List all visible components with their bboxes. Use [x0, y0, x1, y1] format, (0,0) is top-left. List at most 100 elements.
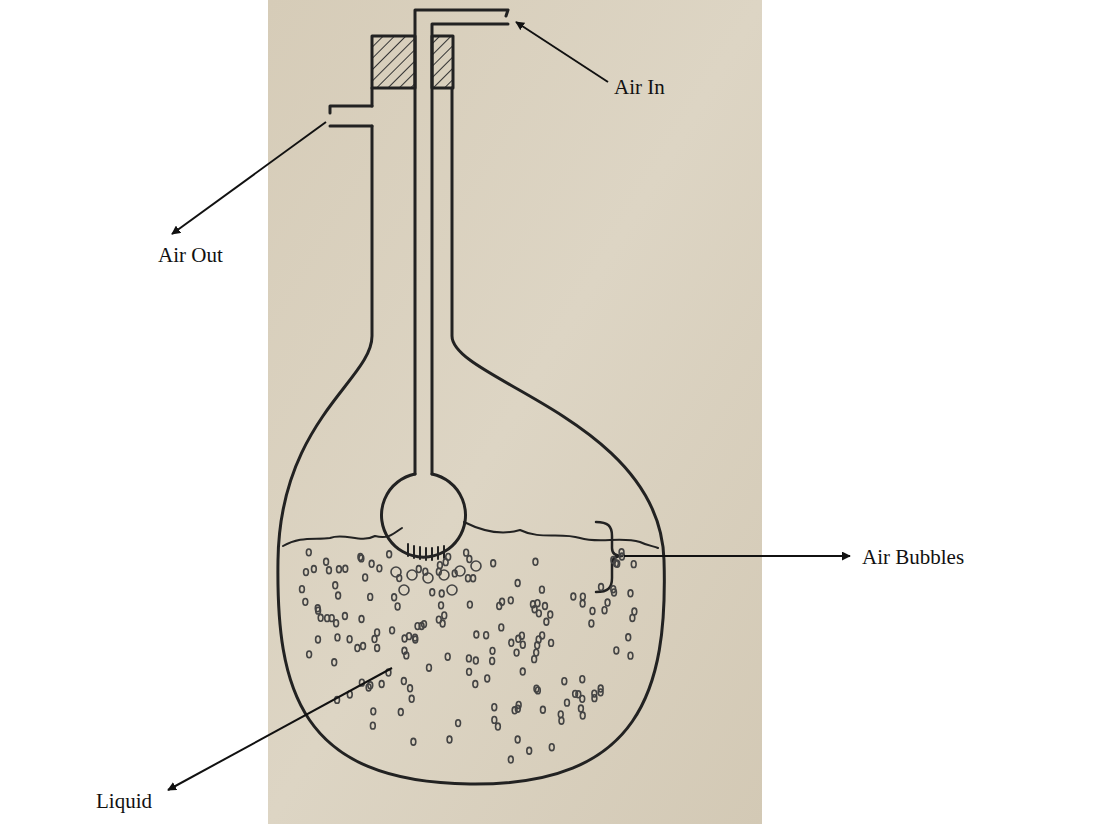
air-bubble	[628, 652, 633, 659]
air-bubble	[343, 613, 348, 620]
air-bubble	[325, 615, 330, 622]
air-bubble	[334, 620, 339, 627]
air-bubble	[579, 705, 584, 712]
air-bubble	[375, 629, 380, 636]
air-bubble	[514, 649, 519, 656]
air-bubble	[515, 580, 520, 587]
air-bubble	[605, 599, 610, 606]
air-bubble	[520, 641, 525, 648]
leader-arrow	[516, 22, 608, 82]
air-bubble	[315, 605, 320, 612]
air-bubble	[300, 586, 305, 593]
air-bubble	[371, 708, 376, 715]
air-bubble	[416, 566, 421, 573]
air-bubble	[492, 704, 497, 711]
paper-sheet	[268, 0, 762, 824]
leader-arrow	[168, 668, 392, 790]
air-bubble	[484, 632, 489, 639]
air-bubble	[447, 585, 457, 595]
air-bubble	[413, 634, 418, 641]
air-bubble	[496, 723, 501, 730]
air-bubble	[536, 610, 541, 617]
air-bubble	[473, 657, 478, 664]
air-bubble	[358, 554, 363, 561]
air-bubble	[535, 687, 540, 694]
air-bubble	[614, 560, 619, 567]
air-bubble	[392, 594, 397, 601]
air-bubble	[407, 570, 417, 580]
air-bubble	[562, 678, 567, 685]
air-bubble	[445, 653, 450, 660]
air-bubble	[580, 593, 585, 600]
air-bubble	[580, 676, 585, 683]
air-bubble	[573, 690, 578, 697]
liquid-surface	[464, 522, 658, 548]
air-bubble	[359, 616, 364, 623]
air-bubble	[423, 573, 433, 583]
air-bubble	[318, 614, 323, 621]
air-bubble	[626, 634, 631, 641]
air-bubble	[598, 689, 603, 696]
air-bubble	[491, 560, 496, 567]
air-bubble	[324, 558, 329, 565]
air-bubble	[471, 561, 481, 571]
air-bubble	[473, 681, 478, 688]
stopper	[372, 36, 415, 88]
outlet-tube	[330, 106, 372, 126]
air-bubble	[430, 589, 435, 596]
air-bubble	[516, 635, 521, 642]
air-bubble	[512, 707, 517, 714]
air-bubble	[427, 664, 432, 671]
liquid-surface	[283, 528, 402, 546]
air-bubble	[439, 602, 444, 609]
air-bubble	[474, 631, 479, 638]
air-bubble	[355, 645, 360, 652]
air-bubble	[527, 747, 532, 754]
air-bubble	[471, 575, 476, 582]
air-bubble	[531, 601, 536, 608]
air-bubble	[311, 566, 316, 573]
part-label: Air Out	[158, 243, 223, 268]
air-bubble	[549, 744, 554, 751]
air-bubble	[369, 560, 374, 567]
part-label: Liquid	[96, 789, 152, 814]
air-bubble	[565, 699, 570, 706]
air-bubble	[467, 601, 472, 608]
air-bubble	[332, 659, 337, 666]
air-bubble	[366, 684, 371, 691]
air-bubble	[534, 649, 539, 656]
air-bubble	[533, 558, 538, 565]
air-bubble	[549, 639, 554, 646]
air-bubble	[336, 592, 341, 599]
bubbles-bracket	[596, 522, 622, 592]
air-bubble	[337, 566, 342, 573]
inlet-tube	[415, 10, 508, 474]
air-bubble	[580, 712, 585, 719]
air-bubble	[540, 586, 545, 593]
air-bubble	[614, 647, 619, 654]
air-bubble	[631, 561, 636, 568]
air-bubble	[401, 678, 406, 685]
air-bubble	[387, 551, 392, 558]
air-bubble	[485, 675, 490, 682]
air-bubble	[304, 569, 309, 576]
air-bubble	[467, 668, 472, 675]
air-bubble	[409, 695, 414, 702]
air-bubble	[307, 651, 312, 658]
air-bubble	[447, 736, 452, 743]
air-bubble	[571, 593, 576, 600]
air-bubble	[520, 668, 525, 675]
air-bubble	[490, 647, 495, 654]
air-bubble	[456, 720, 461, 727]
air-bubble	[395, 603, 400, 610]
air-bubble	[497, 603, 502, 610]
air-bubble	[509, 639, 514, 646]
air-bubble	[306, 549, 311, 556]
air-bubble	[492, 716, 497, 723]
air-bubble	[455, 566, 465, 576]
part-label: Air Bubbles	[862, 545, 964, 570]
air-bubble	[628, 590, 633, 597]
air-bubble	[303, 598, 308, 605]
air-bubble	[599, 584, 604, 591]
air-bubble	[464, 549, 469, 556]
